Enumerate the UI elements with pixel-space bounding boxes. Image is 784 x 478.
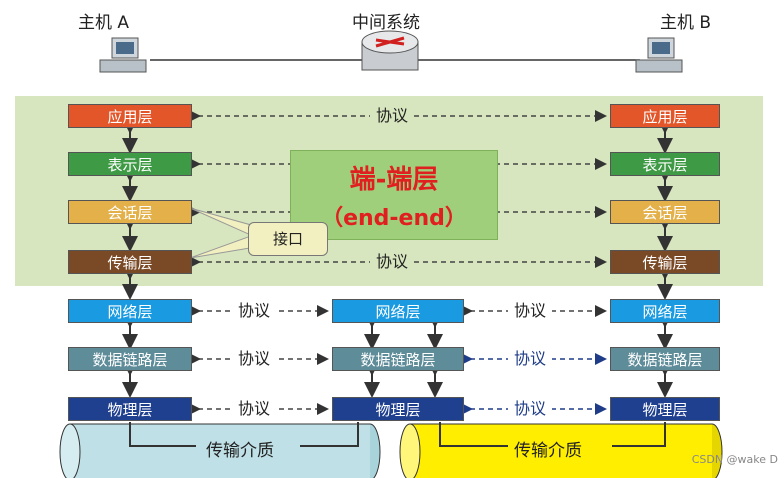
host-a-label: 主机 A [78,13,130,33]
host-a-session-layer: 会话层 [68,200,192,224]
protocol-label-datalink-right: 协议 [508,349,553,369]
end-end-subtitle: （end-end） [321,206,467,231]
middle-system-label: 中间系统 [352,13,420,33]
medium-label-right: 传输介质 [514,441,582,461]
computer-b-icon [635,37,683,73]
protocol-label-application: 协议 [370,106,415,126]
protocol-label-datalink-left: 协议 [232,349,277,369]
host-a-physical-layer: 物理层 [68,397,192,421]
middle-network-layer: 网络层 [332,299,464,323]
protocol-label-physical-right: 协议 [508,399,553,419]
host-a-network-layer: 网络层 [68,299,192,323]
host-a-application-layer: 应用层 [68,104,192,128]
middle-physical-layer: 物理层 [332,397,464,421]
middle-datalink-layer: 数据链路层 [332,347,464,371]
medium-label-left: 传输介质 [206,441,274,461]
protocol-label-network-left: 协议 [232,301,277,321]
host-a-presentation-layer: 表示层 [68,152,192,176]
end-end-title: 端-端层 [349,165,439,195]
host-b-label: 主机 B [660,13,712,33]
computer-a-icon [99,37,147,73]
host-b-physical-layer: 物理层 [610,397,720,421]
host-b-network-layer: 网络层 [610,299,720,323]
host-a-transport-layer: 传输层 [68,250,192,274]
host-b-datalink-layer: 数据链路层 [610,347,720,371]
watermark: CSDN @wake D [691,453,778,466]
router-icon [361,30,419,71]
host-a-datalink-layer: 数据链路层 [68,347,192,371]
protocol-label-network-right: 协议 [508,301,553,321]
interface-box: 接口 [248,222,328,256]
protocol-label-physical-left: 协议 [232,399,277,419]
host-b-session-layer: 会话层 [610,200,720,224]
host-b-presentation-layer: 表示层 [610,152,720,176]
host-b-application-layer: 应用层 [610,104,720,128]
host-b-transport-layer: 传输层 [610,250,720,274]
protocol-label-transport: 协议 [370,252,415,272]
